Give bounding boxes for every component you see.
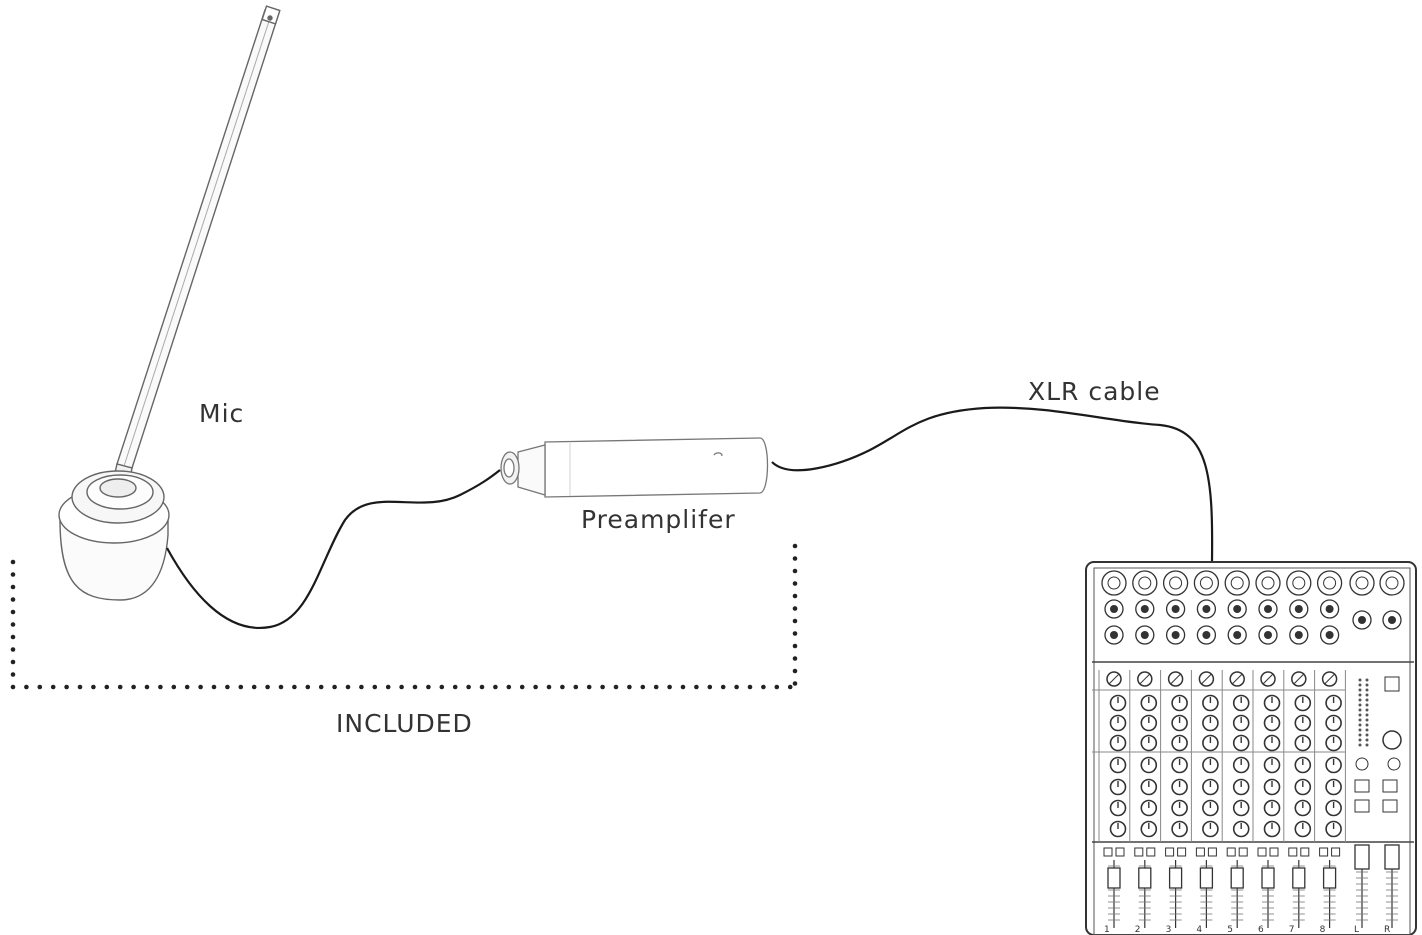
mixer-channel-number: R xyxy=(1384,925,1390,935)
mixer-channel-number: L xyxy=(1354,925,1359,935)
mic-label: Mic xyxy=(199,399,245,428)
mixer-channel-number: 3 xyxy=(1166,925,1172,935)
included-label: INCLUDED xyxy=(336,709,473,738)
mixer-channel-number: 4 xyxy=(1196,925,1202,935)
mixer-channel-number: 5 xyxy=(1227,925,1233,935)
mixer-channel-number: 6 xyxy=(1258,925,1264,935)
mic-base xyxy=(58,470,170,601)
preamplifier-label: Preamplifer xyxy=(581,505,736,534)
mixer-illustration: 1 2 3 4 5 6 7 8 L R xyxy=(1085,561,1417,935)
mixer-channel-number: 1 xyxy=(1104,925,1110,935)
mixer-channel-number: 2 xyxy=(1135,925,1141,935)
mic-illustration xyxy=(58,5,281,601)
preamplifier-illustration xyxy=(500,437,769,498)
included-bracket xyxy=(10,543,798,690)
mixer-channel-number: 8 xyxy=(1320,925,1326,935)
xlr-cable xyxy=(771,406,1214,563)
mixer-channel-number: 7 xyxy=(1289,925,1295,935)
xlr-cable-label: XLR cable xyxy=(1028,377,1161,406)
mic-cable xyxy=(166,469,501,630)
